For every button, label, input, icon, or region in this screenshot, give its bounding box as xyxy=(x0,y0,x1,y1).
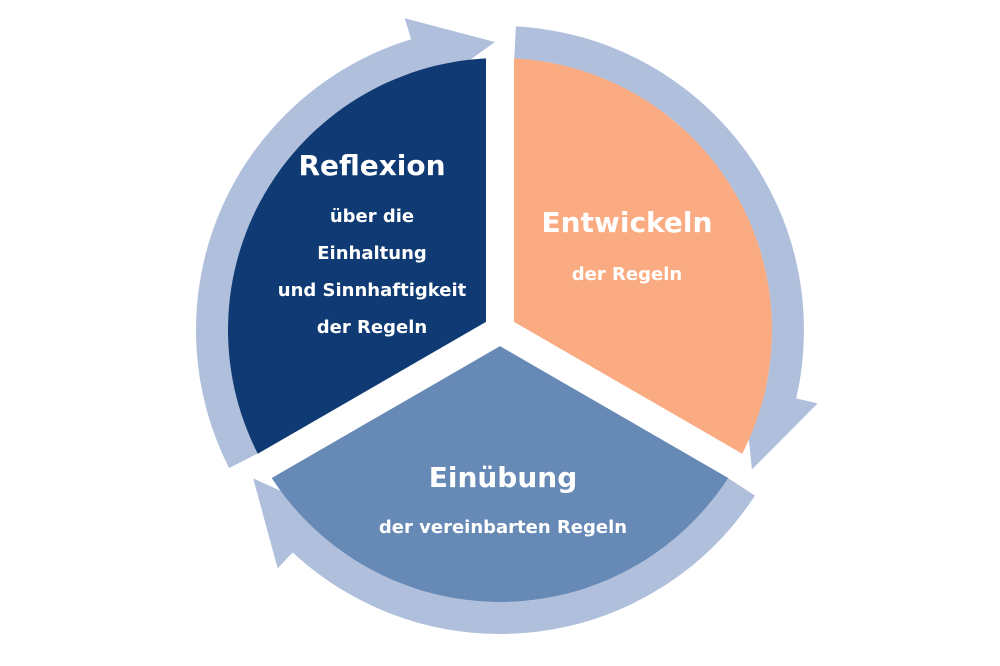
segment-line-reflexion-4: der Regeln xyxy=(317,317,427,338)
cycle-arrow-to-entwickeln xyxy=(195,18,495,469)
cycle-arrow-to-reflexion xyxy=(253,478,755,635)
label-group-entwickeln: Entwickeln der Regeln xyxy=(542,206,713,285)
segment-title-einuebung: Einübung xyxy=(429,461,578,494)
segment-line-reflexion-3: und Sinnhaftigkeit xyxy=(278,280,467,301)
segment-title-reflexion: Reflexion xyxy=(298,149,445,182)
cycle-arrow-to-einuebung xyxy=(514,26,818,470)
label-group-reflexion: Reflexion über die Einhaltung und Sinnha… xyxy=(278,149,467,338)
segment-line-entwickeln-1: der Regeln xyxy=(572,264,682,285)
segment-reflexion xyxy=(227,58,486,454)
segment-title-entwickeln: Entwickeln xyxy=(542,206,713,239)
segment-line-reflexion-2: Einhaltung xyxy=(317,243,427,264)
segment-entwickeln xyxy=(514,58,773,454)
segment-line-einuebung-1: der vereinbarten Regeln xyxy=(379,517,627,538)
segment-einuebung xyxy=(271,346,729,603)
segment-line-reflexion-1: über die xyxy=(330,206,414,227)
label-group-einuebung: Einübung der vereinbarten Regeln xyxy=(379,461,627,538)
